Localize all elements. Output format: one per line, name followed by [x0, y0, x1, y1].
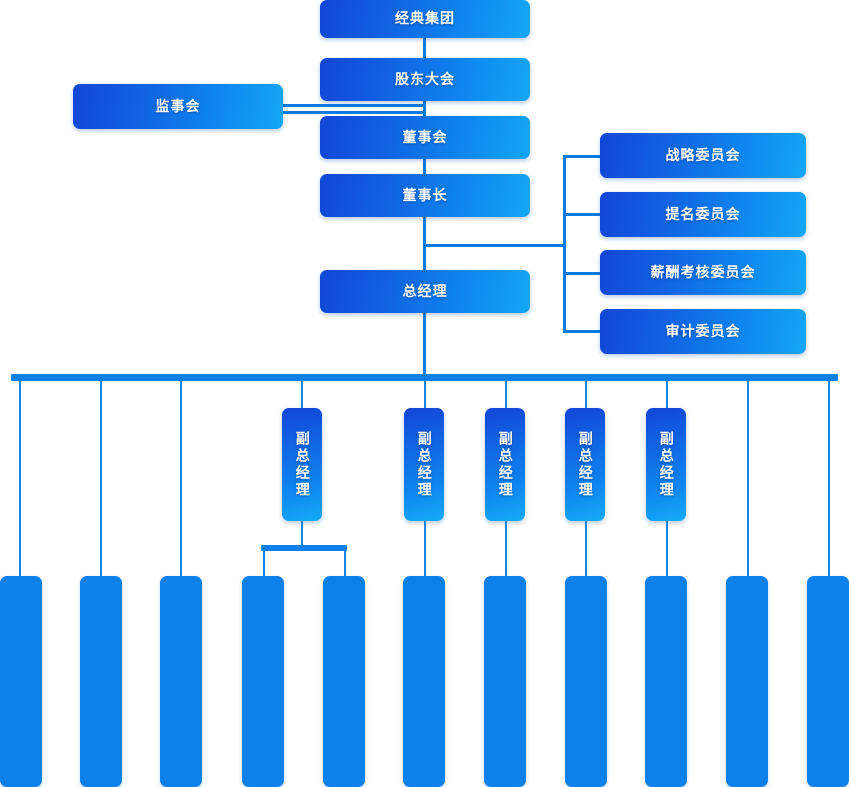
node-deputy-gm-5-label: 副总经理	[658, 430, 675, 499]
node-department-7[interactable]	[484, 576, 526, 787]
node-department-4[interactable]	[242, 576, 284, 787]
node-committee-nomination-label: 提名委员会	[665, 205, 741, 222]
bus-drop-1	[19, 381, 21, 577]
connector-supervisory-to-trunk	[281, 104, 425, 107]
main-distribution-bus	[11, 374, 838, 381]
node-department-6[interactable]	[403, 576, 445, 787]
node-department-3[interactable]	[160, 576, 202, 787]
node-committee-remuneration-label: 薪酬考核委员会	[650, 263, 756, 280]
deputy-gm-4-drop	[585, 521, 587, 577]
node-group[interactable]: 经典集团	[320, 0, 530, 38]
deputy-gm-1-drop	[301, 521, 303, 548]
deputy-gm-1-sub-drop-left	[263, 551, 265, 577]
trunk-shareholders-to-board	[423, 99, 426, 118]
node-chairman[interactable]: 董事长	[320, 174, 530, 217]
node-deputy-gm-1-label: 副总经理	[294, 430, 311, 499]
node-general-manager-label: 总经理	[402, 282, 448, 299]
node-department-9[interactable]	[645, 576, 687, 787]
node-board-of-directors[interactable]: 董事会	[320, 116, 530, 159]
node-department-11[interactable]	[807, 576, 849, 787]
node-committee-strategy[interactable]: 战略委员会	[600, 133, 806, 178]
node-deputy-gm-4[interactable]: 副总经理	[565, 408, 605, 521]
node-committee-audit-label: 审计委员会	[665, 322, 741, 339]
node-shareholders-meeting[interactable]: 股东大会	[320, 58, 530, 101]
node-supervisory-board-label: 监事会	[155, 97, 201, 114]
node-deputy-gm-5[interactable]: 副总经理	[646, 408, 686, 521]
bus-drop-6	[505, 381, 507, 408]
bus-drop-2	[100, 381, 102, 577]
deputy-gm-2-drop	[424, 521, 426, 577]
node-department-10[interactable]	[726, 576, 768, 787]
committee-stub-1	[563, 155, 603, 158]
node-deputy-gm-3-label: 副总经理	[497, 430, 514, 499]
node-group-label: 经典集团	[395, 10, 455, 27]
node-department-5[interactable]	[323, 576, 365, 787]
bus-drop-5	[424, 381, 426, 408]
deputy-gm-1-sub-drop-right	[344, 551, 346, 577]
bus-drop-9	[747, 381, 749, 577]
node-deputy-gm-4-label: 副总经理	[577, 430, 594, 499]
node-department-2[interactable]	[80, 576, 122, 787]
trunk-board-to-chairman	[423, 158, 426, 176]
node-department-8[interactable]	[565, 576, 607, 787]
bus-drop-4	[301, 381, 303, 408]
node-committee-remuneration[interactable]: 薪酬考核委员会	[600, 250, 806, 295]
node-committee-strategy-label: 战略委员会	[665, 146, 741, 163]
deputy-gm-1-sub-bus	[261, 545, 347, 551]
bus-drop-7	[585, 381, 587, 408]
bus-drop-3	[180, 381, 182, 577]
node-supervisory-board[interactable]: 监事会	[73, 84, 283, 129]
node-deputy-gm-2-label: 副总经理	[416, 430, 433, 499]
bus-drop-8	[666, 381, 668, 408]
node-deputy-gm-1[interactable]: 副总经理	[282, 408, 322, 521]
deputy-gm-5-drop	[666, 521, 668, 577]
node-board-of-directors-label: 董事会	[402, 128, 448, 145]
committee-vertical-bus	[563, 155, 566, 333]
committee-stub-4	[563, 330, 603, 333]
node-deputy-gm-3[interactable]: 副总经理	[485, 408, 525, 521]
deputy-gm-3-drop	[505, 521, 507, 577]
trunk-gm-to-bus	[423, 311, 426, 377]
node-committee-audit[interactable]: 审计委员会	[600, 309, 806, 354]
bus-drop-10	[828, 381, 830, 577]
node-committee-nomination[interactable]: 提名委员会	[600, 192, 806, 237]
committee-stub-3	[563, 272, 603, 275]
node-deputy-gm-2[interactable]: 副总经理	[404, 408, 444, 521]
committee-stub-2	[563, 213, 603, 216]
connector-supervisory-to-trunk-2	[281, 111, 425, 114]
node-department-1[interactable]	[0, 576, 42, 787]
node-chairman-label: 董事长	[402, 186, 448, 203]
node-general-manager[interactable]: 总经理	[320, 270, 530, 313]
trunk-group-to-shareholders	[423, 36, 426, 60]
connector-chairman-to-committee-bus	[423, 244, 565, 247]
node-shareholders-meeting-label: 股东大会	[395, 70, 455, 87]
